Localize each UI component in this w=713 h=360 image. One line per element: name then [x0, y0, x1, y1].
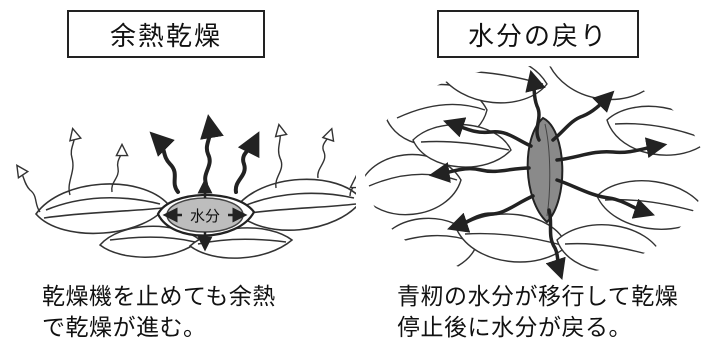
moisture-return-illustration	[365, 66, 705, 280]
moisture-migration-arrows	[428, 69, 668, 280]
moisture-return-caption: 青籾の水分が移行して乾燥 停止後に水分が戻る。	[397, 282, 678, 344]
moisture-label: 水分	[190, 207, 220, 225]
moisture-return-caption-line1: 青籾の水分が移行して乾燥	[397, 284, 679, 310]
right-grain	[232, 178, 356, 231]
residual-heat-caption: 乾燥機を止めても余熱 で乾燥が進む。	[42, 282, 276, 344]
residual-heat-title: 余熱乾燥	[67, 10, 265, 58]
moisture-return-caption-line2: 停止後に水分が戻る。	[397, 315, 632, 341]
green-grain	[526, 116, 564, 224]
residual-heat-panel: 余熱乾燥	[0, 0, 356, 360]
moisture-return-title: 水分の戻り	[437, 10, 639, 58]
residual-heat-caption-line1: 乾燥機を止めても余熱	[42, 284, 276, 310]
residual-heat-illustration: 水分	[0, 114, 356, 259]
center-grain: 水分	[156, 178, 256, 252]
moisture-return-panel: 水分の戻り	[357, 0, 713, 360]
heat-release-arrows	[20, 130, 356, 213]
residual-heat-caption-line2: で乾燥が進む。	[42, 315, 207, 341]
moisture-release-arrows	[149, 114, 260, 194]
